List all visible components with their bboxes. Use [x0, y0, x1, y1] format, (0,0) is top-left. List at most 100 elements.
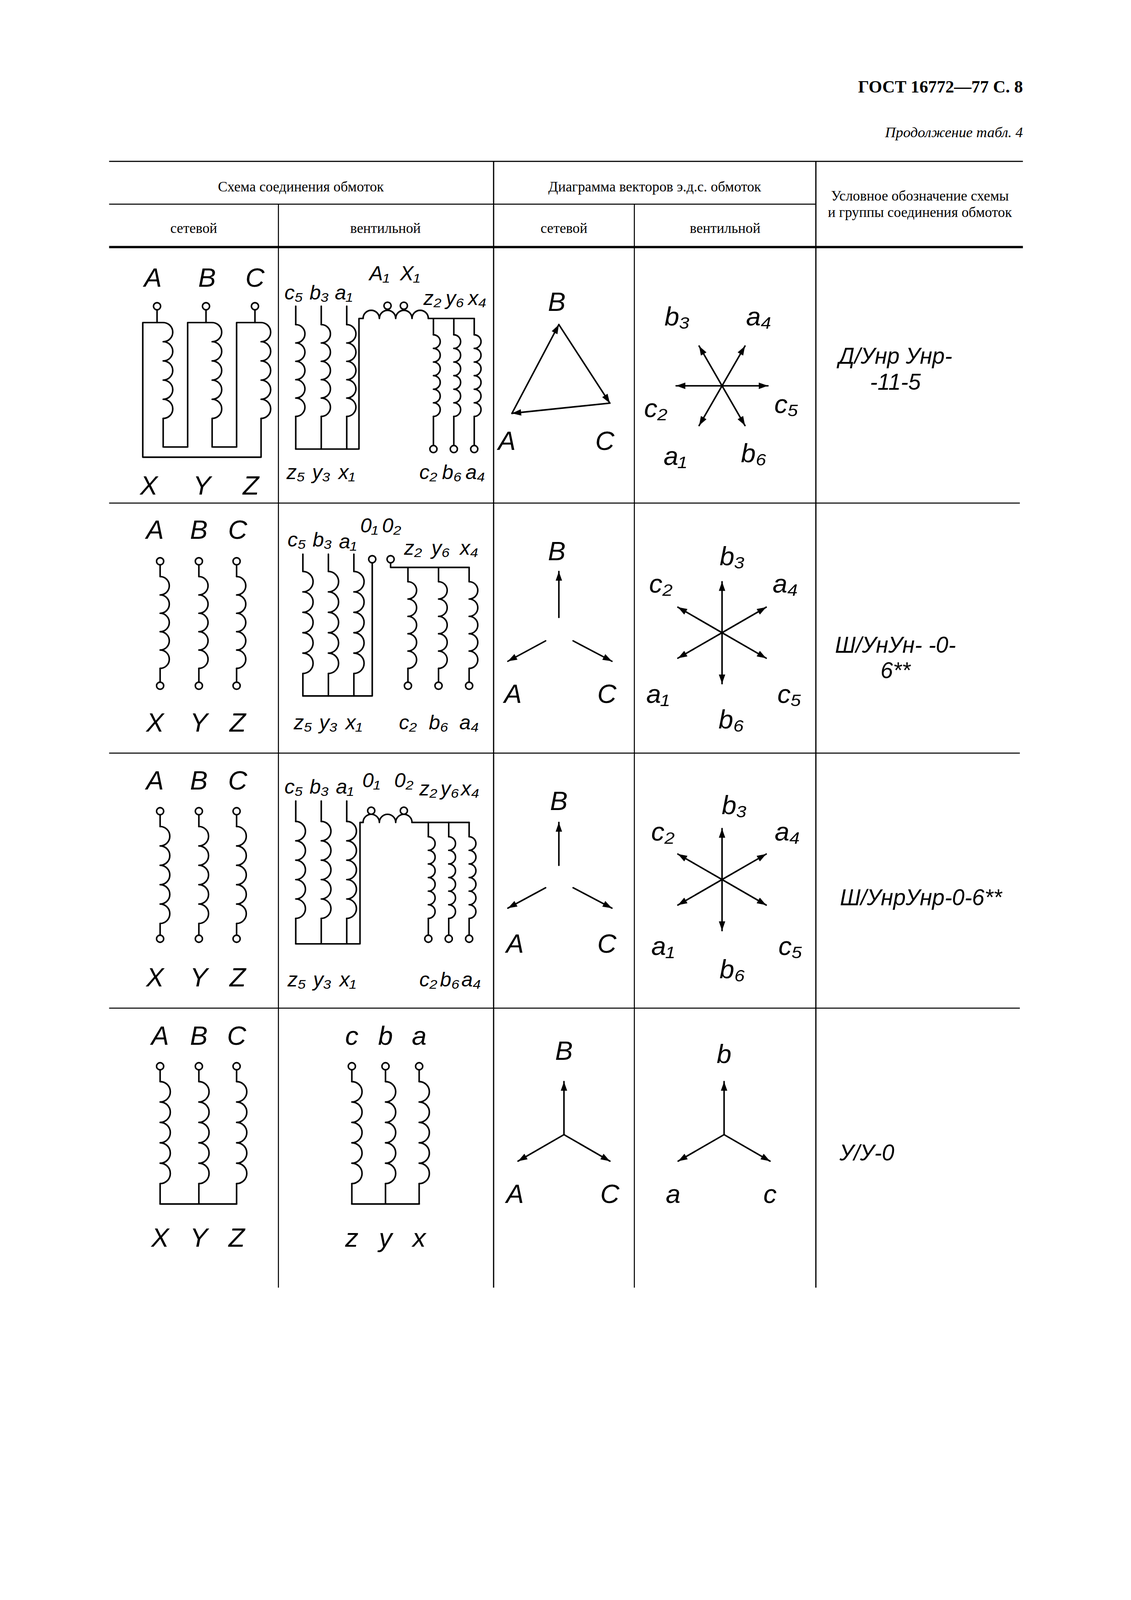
- winding-label: C: [600, 1177, 620, 1209]
- emf-vector: [722, 345, 746, 386]
- emf-vector: [722, 385, 769, 387]
- winding-label: X: [146, 961, 165, 993]
- winding-label: B: [190, 1019, 208, 1051]
- wire: [468, 918, 470, 936]
- emf-vector: [678, 853, 723, 880]
- winding-coil: [346, 821, 357, 919]
- winding-label: b₃: [309, 774, 330, 798]
- emf-vector: [724, 1134, 771, 1161]
- winding-label: c₂: [643, 392, 668, 424]
- wire: [353, 554, 355, 572]
- wire: [198, 1183, 200, 1204]
- terminal: [156, 682, 165, 690]
- winding-label: Y: [193, 470, 211, 501]
- winding-label: b₆: [442, 460, 462, 484]
- winding-label: x: [412, 1221, 426, 1253]
- terminal: [404, 682, 412, 690]
- wire: [351, 1202, 420, 1205]
- wire: [302, 673, 304, 696]
- wire: [159, 668, 161, 682]
- terminal: [232, 557, 241, 565]
- winding-coil: [321, 324, 331, 417]
- wire: [437, 668, 440, 682]
- winding-label: b₃: [309, 281, 330, 305]
- wire: [345, 800, 348, 822]
- winding-label: b₃: [719, 540, 745, 571]
- terminal: [465, 935, 473, 943]
- winding-label: X: [146, 706, 165, 738]
- winding-coil: [354, 571, 365, 674]
- terminal: [386, 555, 395, 563]
- terminal: [156, 807, 165, 815]
- terminal: [435, 682, 443, 690]
- winding-label: a₁: [651, 930, 675, 961]
- emf-vector: [721, 828, 723, 880]
- terminal: [195, 682, 203, 690]
- emf-vector: [721, 581, 723, 633]
- winding-coil: [163, 322, 173, 419]
- winding-label: C: [226, 1019, 247, 1051]
- scheme-designation: Ш/УнУн- -0-6**: [829, 632, 962, 684]
- wire: [159, 814, 161, 827]
- winding-label: c₅: [777, 678, 802, 709]
- wire: [212, 322, 256, 448]
- emf-vector: [723, 1081, 725, 1135]
- emf-vector: [678, 632, 723, 659]
- winding-label: 0₁: [362, 768, 381, 792]
- winding-label: C: [595, 425, 615, 456]
- wire: [159, 1069, 161, 1082]
- wire: [468, 822, 470, 837]
- emf-vector: [678, 606, 723, 633]
- wire: [198, 814, 200, 827]
- winding-label: x₁: [339, 967, 357, 991]
- winding-label: A: [498, 425, 516, 456]
- emf-vector: [722, 632, 767, 659]
- winding-label: A: [151, 1019, 170, 1051]
- winding-label: X: [151, 1221, 170, 1253]
- winding-label: B: [190, 514, 208, 545]
- winding-label: X₁: [400, 261, 421, 285]
- winding-label: c: [763, 1177, 777, 1209]
- reactor-coil: [363, 813, 412, 823]
- winding-label: a₄: [774, 816, 801, 847]
- table-line: [108, 160, 1023, 163]
- wire: [236, 1069, 238, 1082]
- terminal: [429, 445, 437, 453]
- winding-label: c₂: [419, 967, 437, 991]
- wire: [345, 416, 348, 449]
- reactor-coil: [363, 310, 429, 319]
- emf-vector: [508, 640, 546, 662]
- wire: [437, 567, 440, 582]
- table-header: вентильной: [350, 220, 422, 237]
- terminal: [251, 302, 259, 310]
- winding-label: C: [227, 514, 247, 545]
- terminal: [384, 302, 392, 310]
- winding-label: y₃: [313, 967, 332, 991]
- winding-drawing: [142, 302, 770, 1204]
- table-line: [108, 502, 1020, 504]
- winding-coil: [469, 581, 479, 669]
- table-line: [815, 161, 817, 1288]
- winding-label: B: [550, 785, 568, 816]
- scheme-designation: Д/Унр Унр- -11-5: [821, 343, 970, 396]
- winding-label: 0₂: [381, 513, 401, 537]
- winding-label: z₅: [293, 710, 313, 734]
- scheme-designation: У/У-0: [839, 1139, 895, 1166]
- wire: [345, 306, 348, 325]
- scheme-designation: Ш/УнрУнр-0-6**: [839, 884, 1003, 911]
- wire: [294, 306, 297, 325]
- winding-coil: [385, 1081, 396, 1184]
- emf-vector: [699, 385, 722, 426]
- terminal: [400, 807, 408, 815]
- winding-label: y₆: [431, 535, 450, 560]
- winding-label: z₂: [423, 286, 442, 310]
- emf-vector: [722, 879, 767, 905]
- winding-label: a: [665, 1177, 681, 1209]
- winding-label: a₁: [663, 440, 687, 472]
- winding-label: C: [597, 678, 617, 709]
- emf-vector: [558, 822, 560, 865]
- winding-label: 0₁: [360, 513, 379, 537]
- winding-coil: [212, 322, 222, 419]
- terminal: [470, 445, 479, 453]
- winding-label: b: [378, 1019, 393, 1051]
